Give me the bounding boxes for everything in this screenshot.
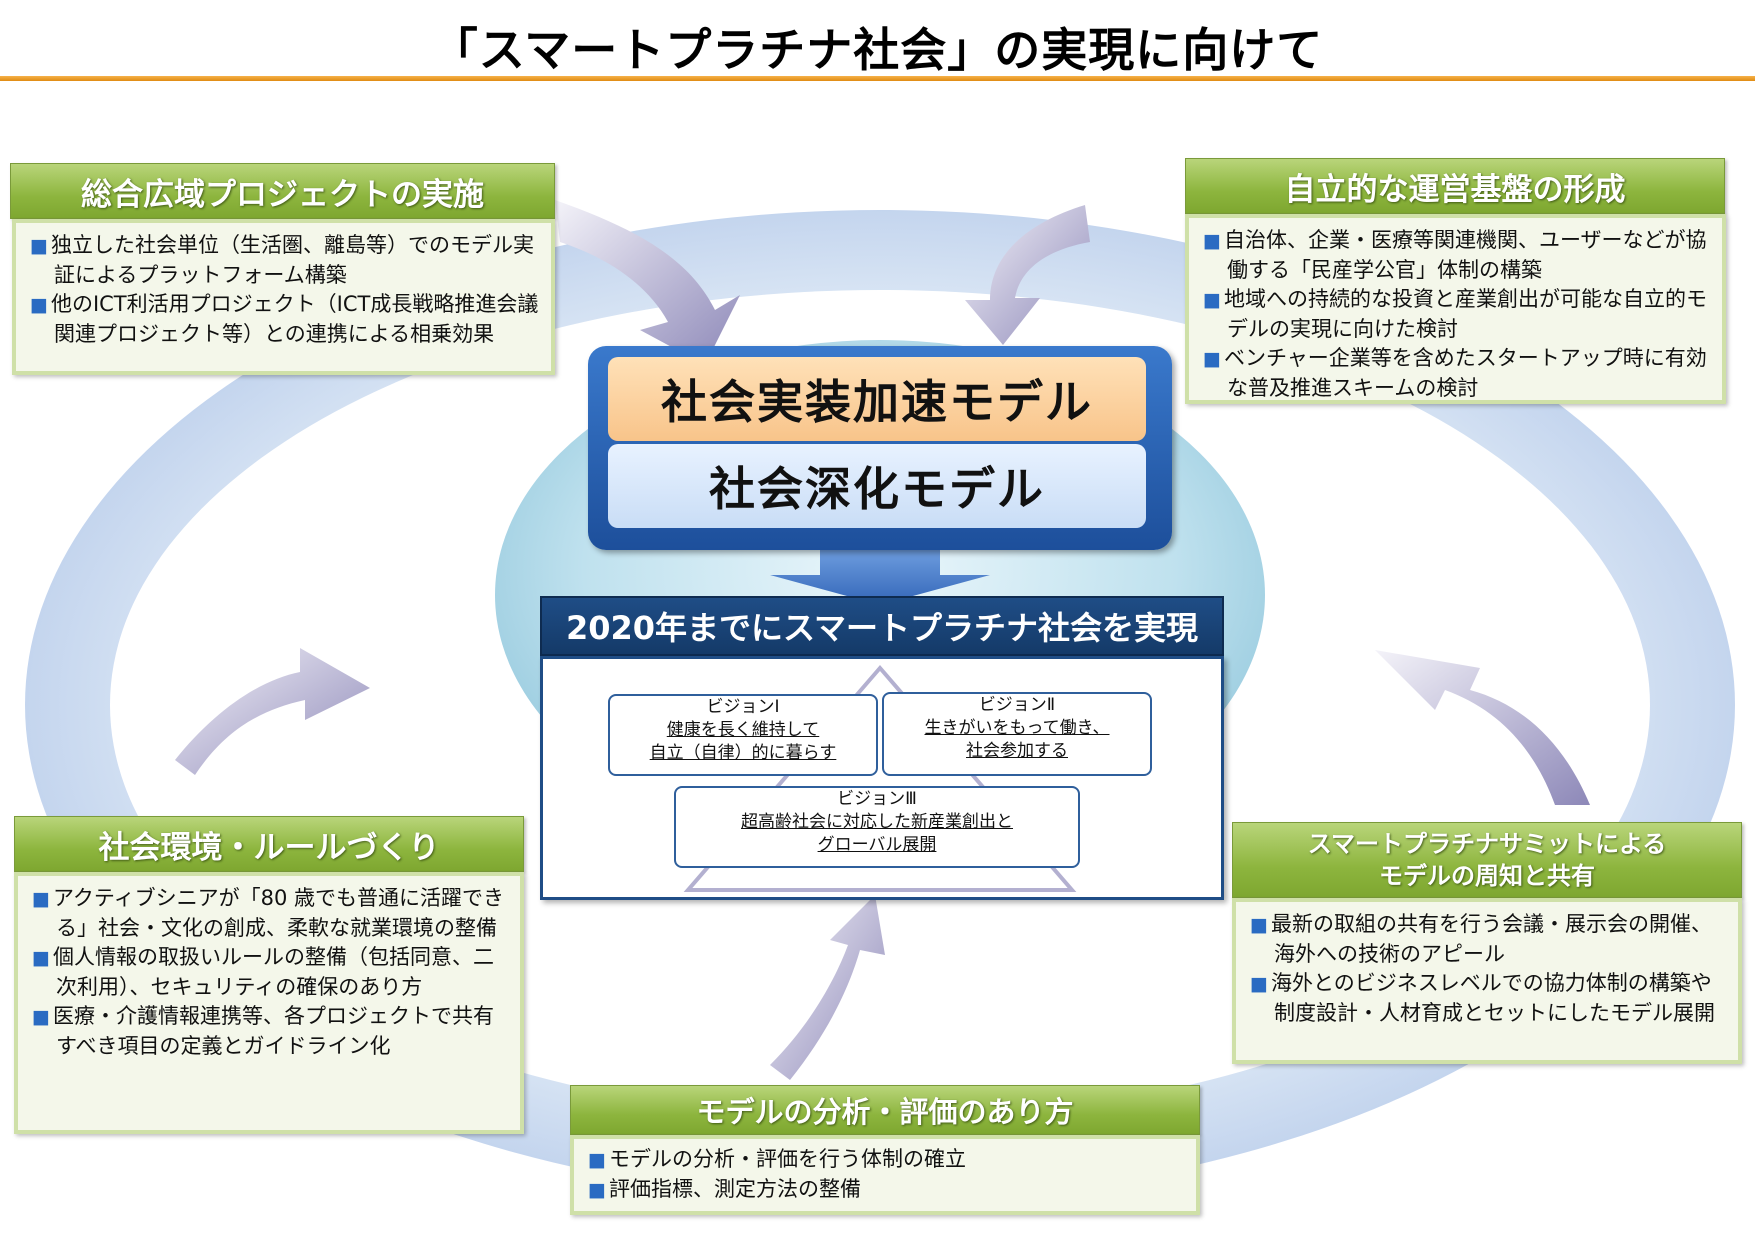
list-item-text: ベンチャー企業等を含めたスタートアップ時に有効な普及推進スキームの検討: [1223, 346, 1707, 400]
arrow-top-right: [965, 205, 1090, 345]
list-item-text: 他のICT利活用プロジェクト（ICT成長戦略推進会議関連プロジェクト等）との連携…: [50, 292, 539, 346]
list-item: ■独立した社会単位（生活圏、離島等）でのモデル実証によるプラットフォーム構築: [30, 231, 541, 290]
analysis-panel-title: モデルの分析・評価のあり方: [570, 1085, 1200, 1135]
bullet-icon: ■: [32, 947, 50, 969]
wide-area-panel-title: 総合広域プロジェクトの実施: [10, 163, 555, 219]
operation-panel-title: 自立的な運営基盤の形成: [1185, 158, 1725, 214]
vision-3-line2: グローバル展開: [817, 835, 937, 855]
list-item: ■医療・介護情報連携等、各プロジェクトで共有すべき項目の定義とガイドライン化: [32, 1002, 510, 1061]
rules-title-text: 社会環境・ルールづくり: [98, 829, 440, 866]
vision-2: ビジョンⅡ 生きがいをもって働き、 社会参加する: [882, 692, 1152, 776]
list-item-text: 医療・介護情報連携等、各プロジェクトで共有すべき項目の定義とガイドライン化: [52, 1004, 494, 1058]
summit-panel-body: ■最新の取組の共有を行う会議・展示会の開催、海外への技術のアピール ■海外とのビ…: [1232, 898, 1742, 1064]
list-item: ■アクティブシニアが「80 歳でも普通に活躍できる」社会・文化の創成、柔軟な就業…: [32, 884, 510, 943]
vision-3-label: ビジョンⅢ: [837, 789, 917, 809]
summit-title-line1: スマートプラチナサミットによる: [1307, 830, 1667, 858]
list-item-text: 評価指標、測定方法の整備: [608, 1177, 861, 1201]
title-rule: [0, 76, 1755, 81]
analysis-title-text: モデルの分析・評価のあり方: [696, 1095, 1074, 1129]
vision-2-line1: 生きがいをもって働き、: [924, 718, 1110, 738]
bullet-icon: ■: [32, 1006, 50, 1028]
vision-1-label: ビジョンⅠ: [706, 697, 780, 717]
vision-1-line1: 健康を長く維持して: [666, 720, 820, 740]
page-title: 「スマートプラチナ社会」の実現に向けて: [431, 23, 1324, 77]
list-item: ■他のICT利活用プロジェクト（ICT成長戦略推進会議関連プロジェクト等）との連…: [30, 290, 541, 349]
arrow-bottom: [770, 895, 885, 1080]
list-item: ■海外とのビジネスレベルでの協力体制の構築や制度設計・人材育成とセットにしたモデ…: [1250, 969, 1728, 1028]
model-deep-label: 社会深化モデル: [608, 444, 1146, 528]
bullet-icon: ■: [30, 294, 48, 316]
list-item: ■最新の取組の共有を行う会議・展示会の開催、海外への技術のアピール: [1250, 910, 1728, 969]
operation-title-text: 自立的な運営基盤の形成: [1284, 171, 1626, 208]
arrow-down: [770, 548, 990, 605]
bullet-icon: ■: [30, 235, 48, 257]
bullet-icon: ■: [1250, 973, 1268, 995]
bullet-icon: ■: [1203, 230, 1221, 252]
goal-title: 2020年までにスマートプラチナ社会を実現: [540, 596, 1224, 656]
vision-3: ビジョンⅢ 超高齢社会に対応した新産業創出と グローバル展開: [674, 786, 1080, 868]
list-item: ■評価指標、測定方法の整備: [588, 1175, 1186, 1205]
vision-1: ビジョンⅠ 健康を長く維持して 自立（自律）的に暮らす: [608, 694, 878, 776]
wide-area-panel-body: ■独立した社会単位（生活圏、離島等）でのモデル実証によるプラットフォーム構築 ■…: [12, 219, 555, 375]
list-item-text: アクティブシニアが「80 歳でも普通に活躍できる」社会・文化の創成、柔軟な就業環…: [52, 886, 505, 940]
arrow-left: [175, 648, 370, 775]
vision-2-line2: 社会参加する: [966, 741, 1068, 761]
arrow-top-left: [555, 200, 740, 365]
summit-title-line2: モデルの周知と共有: [1379, 862, 1595, 890]
summit-panel-title: スマートプラチナサミットによる モデルの周知と共有: [1232, 822, 1742, 898]
bullet-icon: ■: [1203, 348, 1221, 370]
bullet-icon: ■: [32, 888, 50, 910]
list-item-text: 自治体、企業・医療等関連機関、ユーザーなどが協働する「民産学公官」体制の構築: [1223, 228, 1707, 282]
list-item-text: モデルの分析・評価を行う体制の確立: [608, 1147, 966, 1171]
list-item-text: 独立した社会単位（生活圏、離島等）でのモデル実証によるプラットフォーム構築: [50, 233, 534, 287]
bullet-icon: ■: [1250, 914, 1268, 936]
vision-2-label: ビジョンⅡ: [978, 695, 1056, 715]
rules-panel-title: 社会環境・ルールづくり: [14, 816, 524, 872]
list-item-text: 最新の取組の共有を行う会議・展示会の開催、海外への技術のアピール: [1270, 912, 1712, 966]
list-item-text: 地域への持続的な投資と産業創出が可能な自立的モデルの実現に向けた検討: [1223, 287, 1707, 341]
arrow-right: [1375, 650, 1590, 805]
list-item: ■モデルの分析・評価を行う体制の確立: [588, 1145, 1186, 1175]
list-item: ■ベンチャー企業等を含めたスタートアップ時に有効な普及推進スキームの検討: [1203, 344, 1712, 403]
operation-panel-body: ■自治体、企業・医療等関連機関、ユーザーなどが協働する「民産学公官」体制の構築 …: [1185, 214, 1726, 404]
vision-1-line2: 自立（自律）的に暮らす: [649, 743, 837, 763]
bullet-icon: ■: [588, 1179, 606, 1201]
bullet-icon: ■: [588, 1149, 606, 1171]
list-item-text: 個人情報の取扱いルールの整備（包括同意、二次利用）、セキュリティの確保のあり方: [52, 945, 494, 999]
list-item-text: 海外とのビジネスレベルでの協力体制の構築や制度設計・人材育成とセットにしたモデル…: [1270, 971, 1715, 1025]
list-item: ■地域への持続的な投資と産業創出が可能な自立的モデルの実現に向けた検討: [1203, 285, 1712, 344]
wide-area-title-text: 総合広域プロジェクトの実施: [81, 176, 484, 213]
rules-panel-body: ■アクティブシニアが「80 歳でも普通に活躍できる」社会・文化の創成、柔軟な就業…: [14, 872, 524, 1134]
list-item: ■個人情報の取扱いルールの整備（包括同意、二次利用）、セキュリティの確保のあり方: [32, 943, 510, 1002]
bullet-icon: ■: [1203, 289, 1221, 311]
vision-3-line1: 超高齢社会に対応した新産業創出と: [741, 812, 1013, 832]
list-item: ■自治体、企業・医療等関連機関、ユーザーなどが協働する「民産学公官」体制の構築: [1203, 226, 1712, 285]
model-accel-label: 社会実装加速モデル: [608, 357, 1146, 441]
analysis-panel-body: ■モデルの分析・評価を行う体制の確立 ■評価指標、測定方法の整備: [570, 1135, 1200, 1215]
